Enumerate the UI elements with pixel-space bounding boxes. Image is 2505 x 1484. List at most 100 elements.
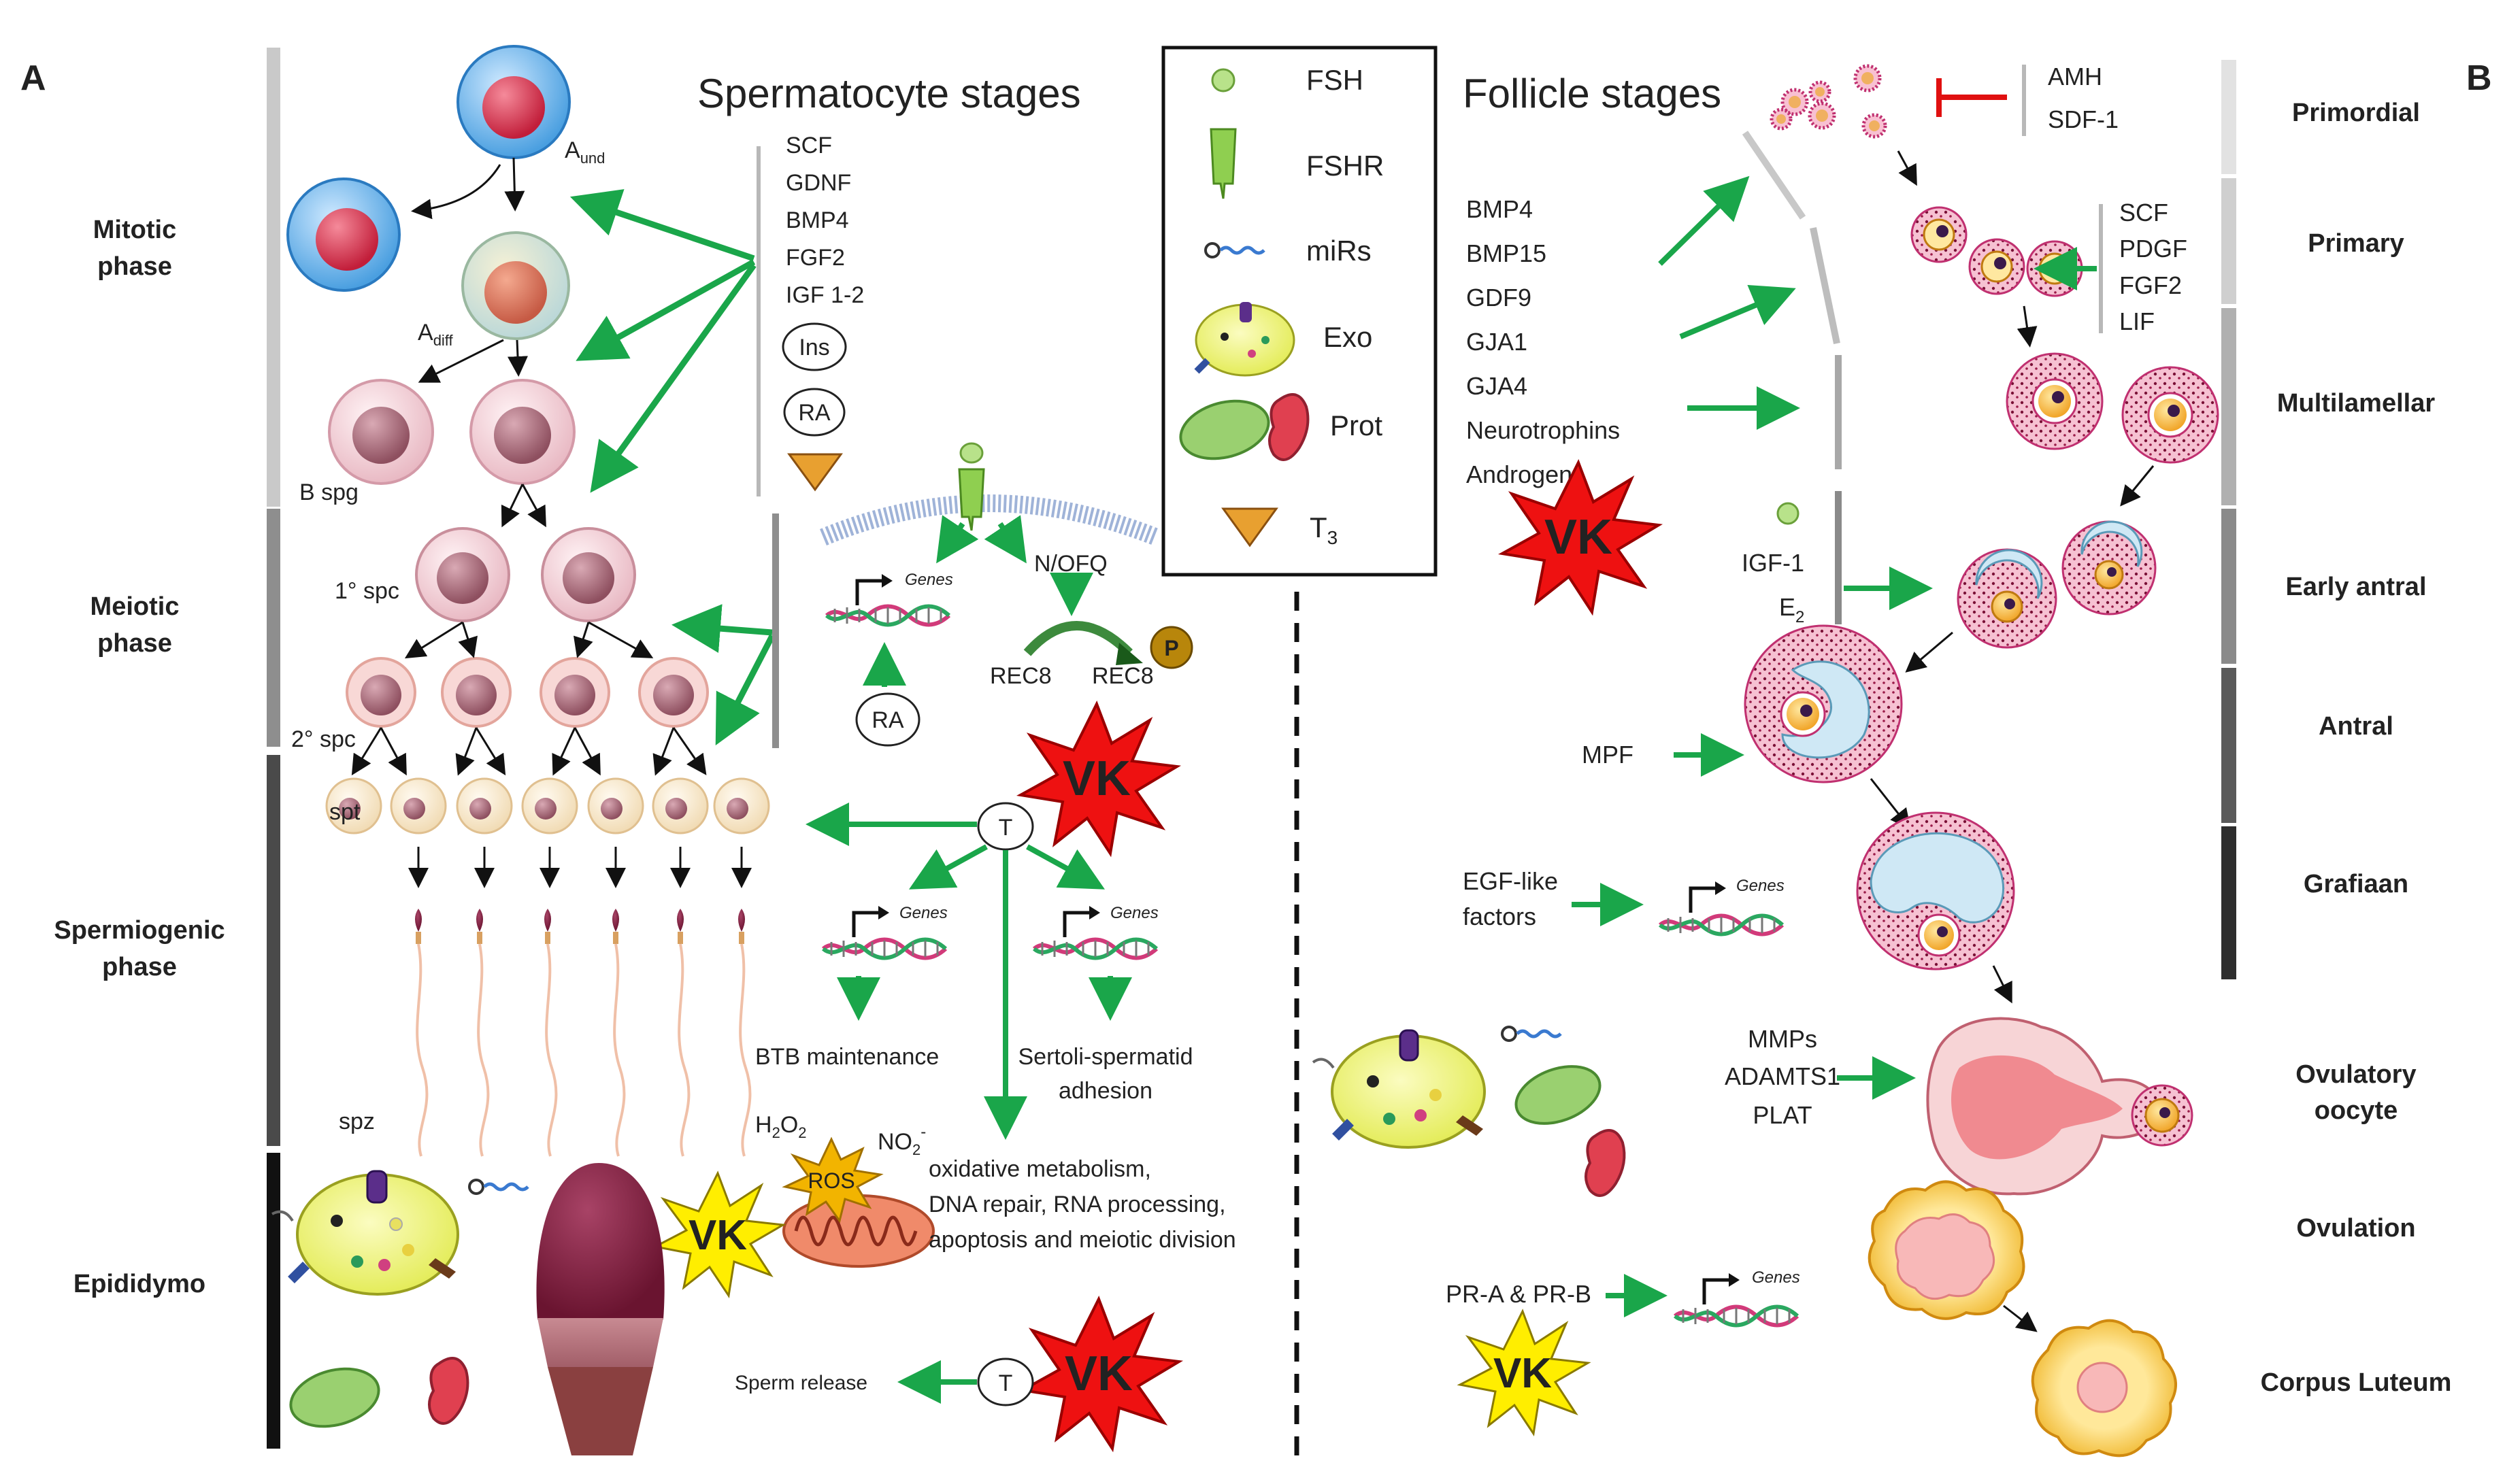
ros-burst: ROS	[782, 1136, 884, 1224]
follicle-factor: GJA1	[1466, 328, 1527, 356]
spermatozoa-row	[414, 907, 752, 1158]
phospho-circle	[1150, 626, 1193, 669]
legend-fsh-label: FSH	[1306, 64, 1363, 96]
arrow-grafiaan-ovulatory	[1992, 965, 2012, 1004]
no2-label: NO2-	[878, 1123, 926, 1158]
ins-circle	[782, 322, 847, 371]
arrow-multi-early	[2120, 465, 2155, 507]
rec8-label: REC8	[990, 663, 1052, 689]
stage-bar-early-antral	[2221, 509, 2236, 664]
arrow-antral-grafiaan	[1870, 778, 1911, 830]
spermatocyte-factor-list: SCF GDNF BMP4 FGF2 IGF 1-2	[786, 133, 864, 308]
dna-helix-a2	[823, 940, 946, 958]
t3-triangle-a	[787, 453, 843, 492]
legend-t3-icon	[1221, 507, 1278, 547]
nofq-label: N/OFQ	[1034, 551, 1108, 577]
factor-item: BMP4	[786, 207, 849, 233]
follicle-stage-labels: Primordial Primary Multilamellar Early a…	[2261, 99, 2452, 1397]
legend-mirs-icon	[1204, 242, 1265, 258]
protein-a	[289, 1357, 469, 1428]
primary-factor: PDGF	[2119, 235, 2187, 263]
mirs-icon-a	[468, 1179, 529, 1195]
stage-label-antral: Antral	[2319, 712, 2393, 741]
oxidative-line: DNA repair, RNA processing,	[929, 1192, 1226, 1217]
arrow-primordial-primary	[1897, 150, 1917, 186]
grafiaan-follicle	[1856, 811, 2015, 971]
ra2-circle	[855, 692, 920, 747]
sertoli-label-1: Sertoli-spermatid	[1018, 1044, 1193, 1070]
dna-helix-a1	[827, 607, 949, 625]
a-pair-cell	[286, 178, 401, 292]
mirs-icon-b	[1501, 1026, 1562, 1042]
vk-label-5: VK	[1493, 1350, 1552, 1397]
vk-starburst-4: VK	[1501, 461, 1660, 613]
sperm-head-zoom	[536, 1163, 665, 1455]
vk-starburst-2: VK	[654, 1172, 784, 1297]
ra-label: RA	[798, 400, 831, 426]
factor-item: GDNF	[786, 170, 851, 196]
stage-bar-grafiaan	[2221, 826, 2236, 979]
a-diff-label: Adiff	[418, 320, 454, 349]
mpf-label: MPF	[1582, 741, 1633, 769]
dna-helix-b2	[1675, 1307, 1797, 1326]
arrow-primary-multi	[2017, 305, 2038, 348]
exosome-b	[1312, 1029, 1486, 1149]
spermiogenic-black-arrows	[408, 847, 752, 888]
panel-a-letter: A	[20, 58, 46, 98]
stage-label-primary: Primary	[2308, 229, 2404, 258]
cell-membrane	[820, 494, 1160, 546]
oxidative-line: oxidative metabolism,	[929, 1156, 1151, 1182]
ovulatory-follicle	[1926, 1017, 2193, 1196]
sperm-release-label: Sperm release	[735, 1372, 867, 1394]
fsh-dot-b	[1776, 502, 1799, 525]
a-und-label: Aund	[565, 137, 605, 167]
meiotic-phase-word: phase	[97, 629, 172, 658]
igf1-label: IGF-1	[1742, 549, 1804, 577]
stage-label-corpus-luteum: Corpus Luteum	[2261, 1368, 2452, 1397]
early-antral-follicles	[1957, 520, 2157, 649]
mitotic-phase-bar	[267, 48, 280, 507]
protein-b	[1514, 1065, 1626, 1197]
vk-label-2: VK	[689, 1212, 747, 1259]
legend-fshr-label: FSHR	[1306, 150, 1384, 182]
vk-label-4: VK	[1544, 510, 1612, 564]
legend-fsh-icon	[1211, 68, 1235, 92]
follicle-factor: BMP4	[1466, 195, 1533, 223]
legend-exo-icon	[1194, 302, 1295, 377]
genes-label-b1: Genes	[1736, 877, 1785, 895]
vk-starburst-5: VK	[1459, 1310, 1589, 1435]
stage-label-ovulation: Ovulation	[2296, 1214, 2415, 1243]
genes-label-b2: Genes	[1752, 1268, 1800, 1287]
stage-label-grafiaan: Grafiaan	[2304, 870, 2408, 898]
rec8-cycle-arrow	[1023, 621, 1133, 656]
rec8-cycle-head	[1116, 643, 1143, 665]
primary-factor: SCF	[2119, 199, 2168, 226]
inhibitor-amh: AMH	[2048, 63, 2102, 90]
t-label-1: T	[999, 815, 1013, 841]
vk-starburst-1: VK	[1019, 703, 1178, 855]
stage-bar-multilamellar	[2221, 308, 2236, 505]
stage-label-early-antral: Early antral	[2286, 573, 2427, 601]
follicle-factor: Neurotrophins	[1466, 416, 1620, 444]
rec8p-label: REC8	[1092, 663, 1154, 689]
factor-item: IGF 1-2	[786, 282, 864, 308]
legend-box	[1161, 46, 1438, 577]
primary-factor-list: SCF PDGF FGF2 LIF	[2119, 199, 2187, 335]
stage-bar-primary	[2221, 178, 2236, 304]
follicle-factor-arrows	[1658, 175, 1933, 610]
epididymo-label: Epididymo	[73, 1270, 205, 1298]
stage-label-oocyte: oocyte	[2315, 1096, 2398, 1125]
a-diff-cell	[461, 231, 570, 340]
spt-label: spt	[329, 799, 361, 825]
gene-arrow-b1	[1691, 881, 1726, 913]
mitochondrion	[782, 1194, 935, 1268]
vk-label-1: VK	[1063, 752, 1131, 806]
phase-labels: Mitotic phase Meiotic phase Spermiogenic…	[54, 216, 225, 1298]
factor-item: SCF	[786, 133, 832, 158]
t-node-2	[977, 1357, 1034, 1406]
factor-item: FGF2	[786, 245, 845, 271]
egf-label-2: factors	[1463, 903, 1536, 930]
exosome-a	[271, 1170, 459, 1296]
factor-green-arrows	[569, 189, 775, 745]
mitotic-black-arrows	[411, 157, 546, 528]
